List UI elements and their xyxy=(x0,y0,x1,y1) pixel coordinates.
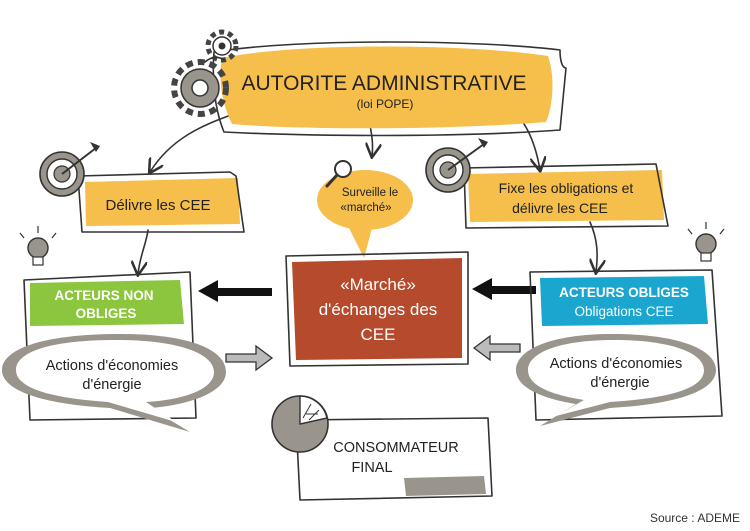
marche-line1: «Marché» xyxy=(340,275,416,294)
bubble-left-fill xyxy=(16,340,214,422)
obliges-header xyxy=(540,276,708,326)
arrow-obliges-to-marche xyxy=(472,278,536,300)
arrow-autorite-to-delivre xyxy=(150,111,241,172)
source-caption: Source : ADEME xyxy=(650,511,740,525)
actions-right-line2: d'énergie xyxy=(590,375,649,391)
arrow-icon xyxy=(225,344,274,372)
arrow-marche-to-nonobliges xyxy=(198,280,272,302)
market-arrows xyxy=(198,278,536,302)
arrow-fixe-to-obliges xyxy=(590,221,597,272)
gears-icon xyxy=(171,29,239,117)
actions-bubble-left: Actions d'économies d'énergie xyxy=(2,334,226,432)
surveille-fill xyxy=(317,170,413,230)
arrow-obliges-to-marche-small xyxy=(472,334,521,362)
magnifier-icon xyxy=(325,160,352,188)
lightbulb-icon xyxy=(687,222,725,262)
delivre-fill xyxy=(85,178,240,226)
non-obliges-line1: ACTEURS NON xyxy=(54,288,153,303)
autorite-fill xyxy=(220,46,553,129)
lightbulb-icon xyxy=(19,226,57,266)
autorite-subtitle: (loi POPE) xyxy=(357,97,414,111)
actions-bubble-right: Actions d'économies d'énergie xyxy=(516,334,716,426)
actions-left-line1: Actions d'économies xyxy=(46,358,179,374)
fixe-fill xyxy=(468,170,664,222)
autorite-outline xyxy=(212,41,567,137)
fixe-line2: délivre les CEE xyxy=(512,200,608,216)
fixe-box: Fixe les obligations et délivre les CEE xyxy=(463,163,669,229)
actions-right-line1: Actions d'économies xyxy=(550,356,683,372)
fixe-line1: Fixe les obligations et xyxy=(499,180,634,196)
delivre-label: Délivre les CEE xyxy=(105,197,210,214)
consommateur-outline xyxy=(295,417,493,501)
marche-outline xyxy=(285,251,469,367)
consommateur-shade xyxy=(404,476,486,496)
surveille-line1: Surveille le xyxy=(342,187,398,199)
bubble-right-fill xyxy=(528,340,704,416)
target-icon xyxy=(425,138,488,193)
autorite-title: AUTORITE ADMINISTRATIVE xyxy=(241,72,526,95)
pie-chart-icon xyxy=(271,395,329,453)
consommateur-box: CONSOMMATEUR FINAL xyxy=(295,417,493,501)
arrow-icon xyxy=(472,334,521,362)
surveille-line2: «marché» xyxy=(340,202,391,214)
consommateur-line2: FINAL xyxy=(351,460,392,476)
marche-fill xyxy=(292,258,462,360)
arrow-nonobliges-to-marche xyxy=(225,344,274,372)
non-obliges-line2: OBLIGES xyxy=(76,306,137,321)
surveille-bubble: Surveille le «marché» xyxy=(317,170,413,258)
fixe-outline xyxy=(463,163,669,229)
marche-line2: d'échanges des xyxy=(319,300,438,319)
obliges-line1: ACTEURS OBLIGES xyxy=(559,285,689,300)
marche-box: «Marché» d'échanges des CEE xyxy=(285,251,469,367)
actions-left-line2: d'énergie xyxy=(82,377,141,393)
delivre-box: Délivre les CEE xyxy=(77,171,245,233)
arrow-delivre-to-nonobliges xyxy=(138,229,149,274)
target-icon xyxy=(39,142,100,197)
obliges-line2: Obligations CEE xyxy=(574,304,673,319)
delivre-outline xyxy=(77,171,245,233)
consommateur-line1: CONSOMMATEUR xyxy=(333,440,458,456)
non-obliges-panel: ACTEURS NON OBLIGES xyxy=(23,271,197,421)
marche-line3: CEE xyxy=(361,325,396,344)
autorite-box: AUTORITE ADMINISTRATIVE (loi POPE) xyxy=(212,41,567,137)
non-obliges-header xyxy=(30,280,184,326)
